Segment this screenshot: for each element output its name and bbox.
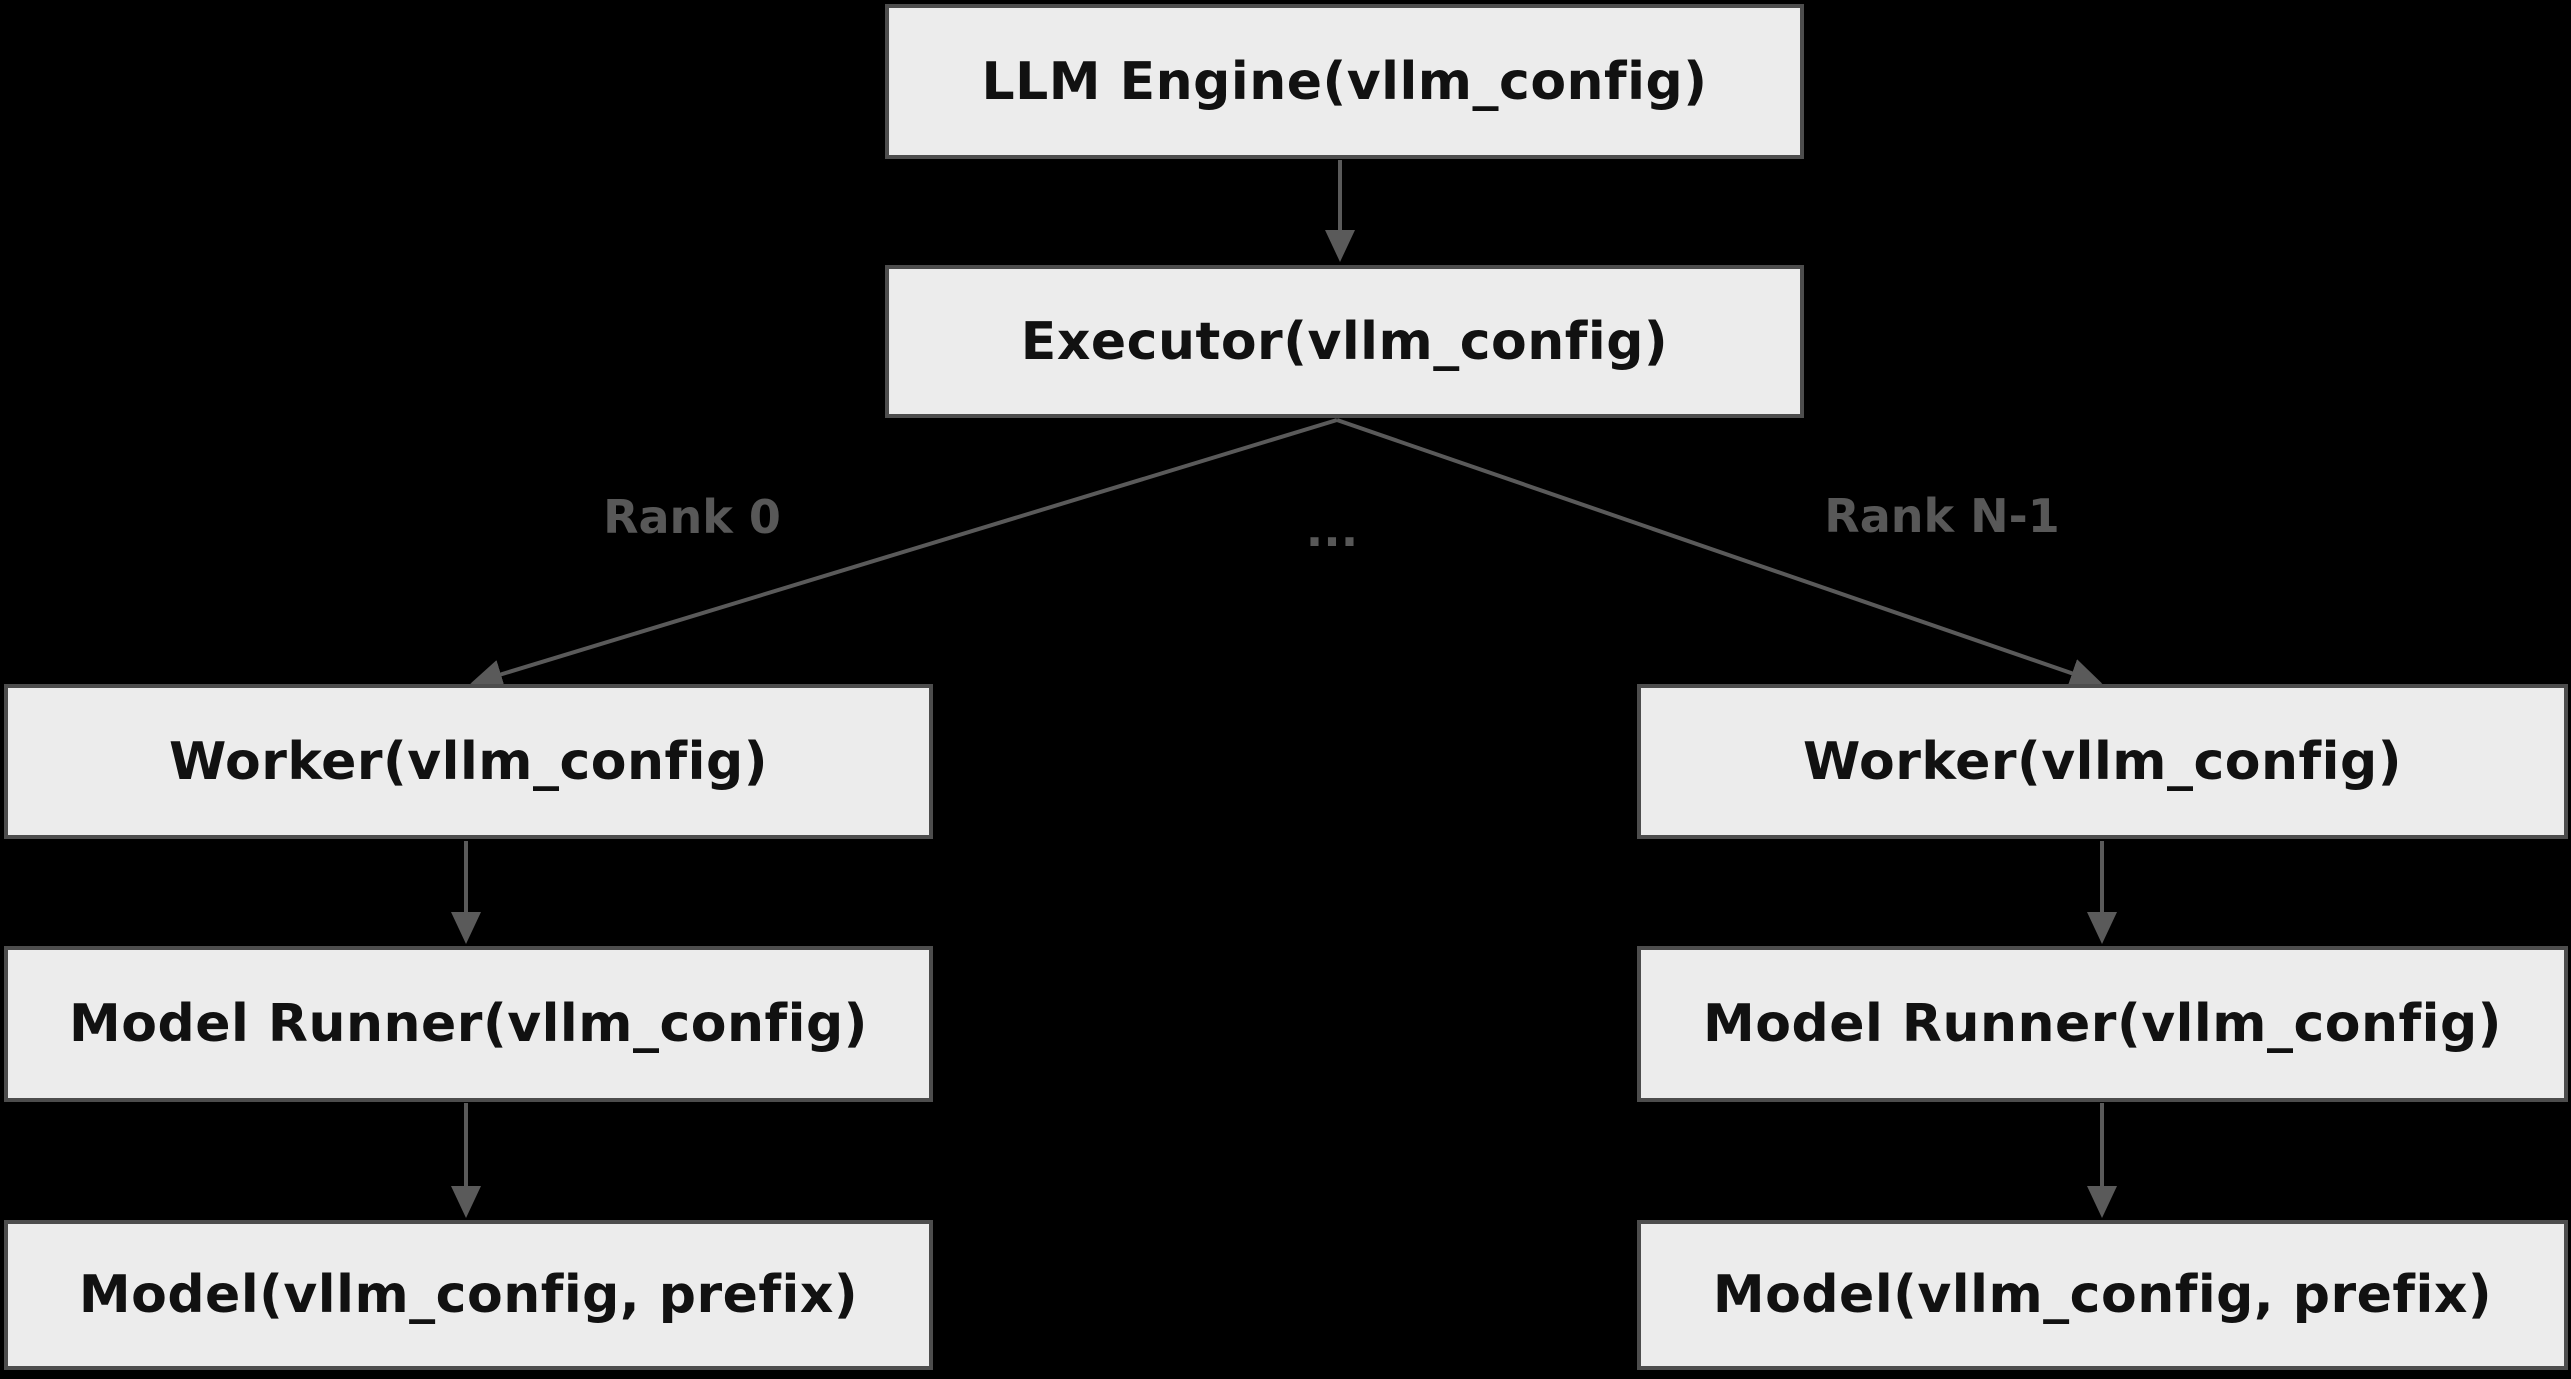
edge-executor-to-worker-right bbox=[1336, 418, 2103, 688]
node-worker-rank-n-1-label: Worker(vllm_config) bbox=[1803, 731, 2402, 792]
node-executor: Executor(vllm_config) bbox=[885, 265, 1804, 418]
node-llm-engine: LLM Engine(vllm_config) bbox=[885, 4, 1804, 159]
node-model-rank0: Model(vllm_config, prefix) bbox=[4, 1220, 933, 1370]
node-model-runner-rank0-label: Model Runner(vllm_config) bbox=[69, 994, 868, 1054]
node-model-runner-rank-n-1-label: Model Runner(vllm_config) bbox=[1703, 994, 2502, 1054]
node-worker-rank0-label: Worker(vllm_config) bbox=[169, 731, 768, 792]
edge-executor-to-worker-left bbox=[470, 418, 1338, 689]
edge-label-rank-0: Rank 0 bbox=[603, 490, 781, 544]
node-model-rank0-label: Model(vllm_config, prefix) bbox=[78, 1265, 859, 1325]
node-worker-rank0: Worker(vllm_config) bbox=[4, 684, 933, 839]
node-executor-label: Executor(vllm_config) bbox=[1020, 311, 1669, 372]
node-model-rank-n-1: Model(vllm_config, prefix) bbox=[1637, 1220, 2568, 1370]
node-model-runner-rank0: Model Runner(vllm_config) bbox=[4, 946, 933, 1102]
edge-label-rank-n-1: Rank N-1 bbox=[1824, 489, 2060, 543]
node-model-runner-rank-n-1: Model Runner(vllm_config) bbox=[1637, 946, 2568, 1102]
node-worker-rank-n-1: Worker(vllm_config) bbox=[1637, 684, 2568, 839]
node-model-rank-n-1-label: Model(vllm_config, prefix) bbox=[1712, 1265, 2493, 1325]
node-llm-engine-label: LLM Engine(vllm_config) bbox=[981, 51, 1708, 112]
edge-label-ellipsis: ... bbox=[1305, 503, 1359, 557]
